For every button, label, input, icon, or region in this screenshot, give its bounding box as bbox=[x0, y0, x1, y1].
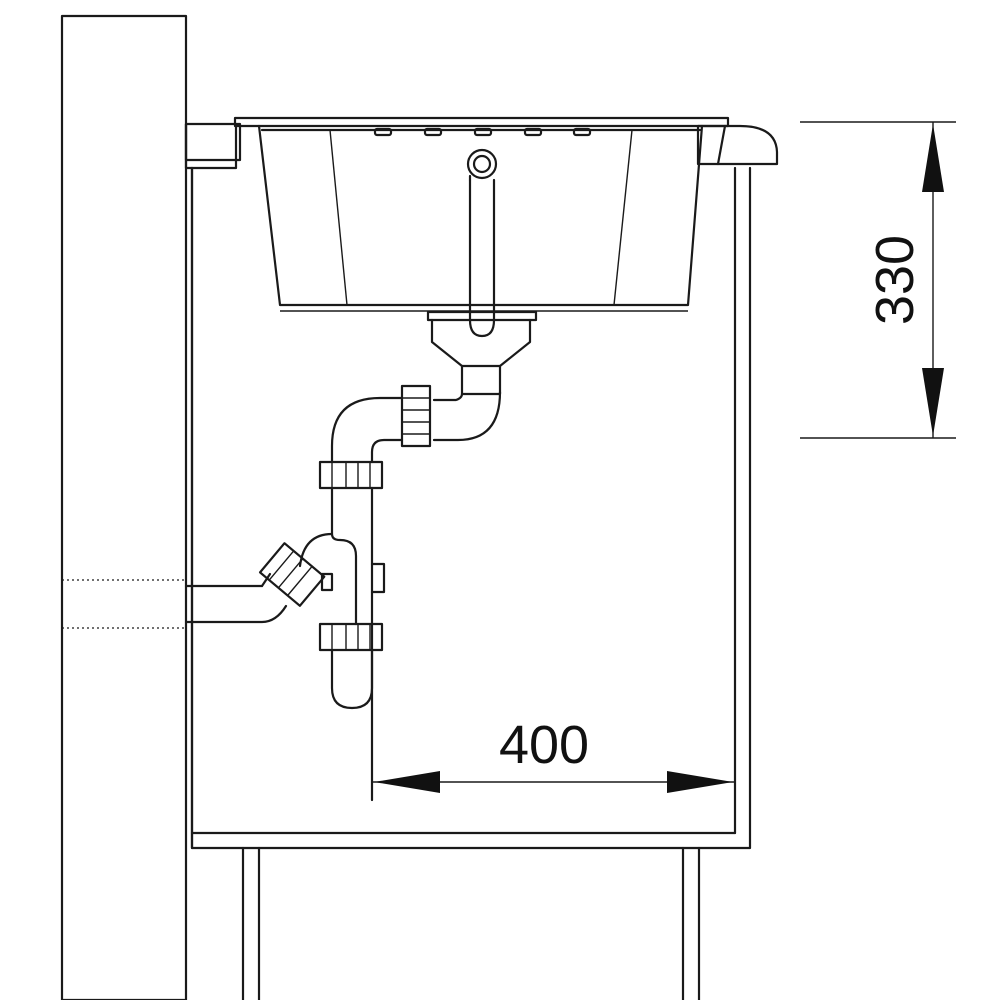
depth-label: 330 bbox=[865, 235, 925, 325]
arrow-down-icon bbox=[922, 368, 944, 436]
arrow-right-icon bbox=[667, 771, 733, 793]
overflow-holes bbox=[373, 127, 592, 137]
depth-dimension: 330 bbox=[800, 121, 956, 439]
base-cabinet bbox=[190, 166, 752, 1000]
sink-bowl bbox=[233, 116, 730, 338]
worktop bbox=[184, 122, 779, 170]
arrow-up-icon bbox=[922, 124, 944, 192]
width-dimension: 400 bbox=[372, 715, 735, 793]
wall bbox=[60, 14, 188, 1000]
drain-trap bbox=[184, 310, 538, 802]
width-label: 400 bbox=[499, 715, 589, 775]
arrow-left-icon bbox=[374, 771, 440, 793]
